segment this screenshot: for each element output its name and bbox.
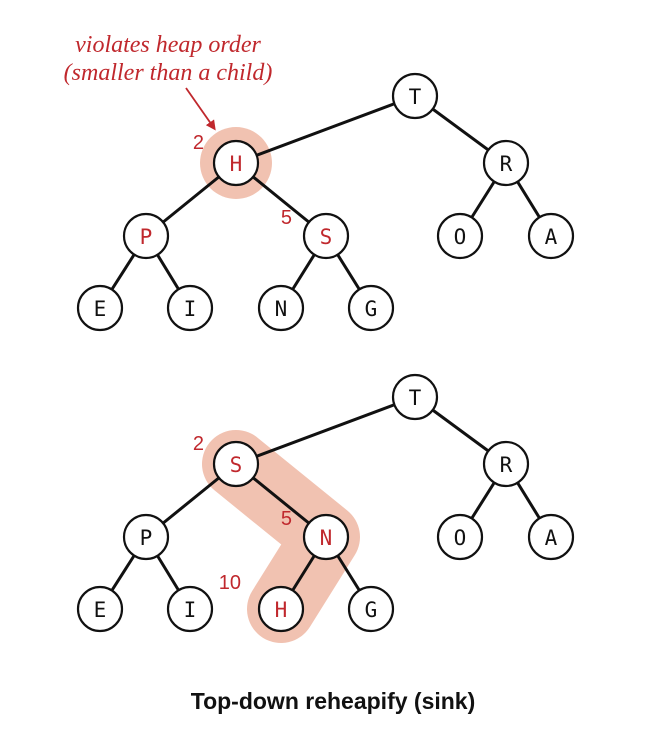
tree-node: O <box>436 513 484 561</box>
node-circle <box>347 284 395 332</box>
tree-node: R <box>482 440 530 488</box>
tree-node: G <box>347 284 395 332</box>
tree-node: T <box>391 72 439 120</box>
node-circle <box>527 212 575 260</box>
annotation-arrow <box>185 87 216 131</box>
node-circle <box>482 440 530 488</box>
node-index-label: 2 <box>193 132 204 154</box>
node-label: N <box>275 297 288 321</box>
tree-node: A <box>527 212 575 260</box>
node-circle <box>257 585 305 633</box>
node-label: R <box>500 453 513 477</box>
node-circle <box>212 440 260 488</box>
node-index-label: 10 <box>219 572 241 594</box>
tree-node: E <box>76 284 124 332</box>
node-label: N <box>320 526 333 550</box>
node-label: G <box>365 598 378 622</box>
node-label: E <box>94 297 107 321</box>
node-label: P <box>140 225 153 249</box>
tree-node: A <box>527 513 575 561</box>
diagram-caption: Top-down reheapify (sink) <box>190 688 476 714</box>
node-label: T <box>409 85 422 109</box>
node-circle <box>122 513 170 561</box>
tree-node: I <box>166 284 214 332</box>
tree-node: S5 <box>281 207 350 260</box>
tree-node: N5 <box>281 508 350 561</box>
node-label: O <box>454 225 467 249</box>
node-circle <box>257 284 305 332</box>
tree-node: I <box>166 585 214 633</box>
node-label: R <box>500 152 513 176</box>
node-circle <box>76 284 124 332</box>
node-label: O <box>454 526 467 550</box>
node-circle <box>302 513 350 561</box>
node-label: I <box>184 297 197 321</box>
node-circle <box>347 585 395 633</box>
node-label: G <box>365 297 378 321</box>
tree-node: P <box>122 212 170 260</box>
annotation-line-1: violates heap order <box>75 32 261 58</box>
node-index-label: 5 <box>281 508 292 530</box>
tree-edge <box>234 395 417 466</box>
tree-node: R <box>482 139 530 187</box>
node-circle <box>166 585 214 633</box>
tree-edge <box>234 94 417 165</box>
node-label: S <box>230 453 243 477</box>
node-circle <box>527 513 575 561</box>
tree-node: H 10 <box>219 572 305 633</box>
tree-node: H2 <box>193 132 260 187</box>
node-circle <box>391 373 439 421</box>
node-circle <box>302 212 350 260</box>
node-circle <box>482 139 530 187</box>
node-label: A <box>545 526 558 550</box>
node-circle <box>212 139 260 187</box>
node-circle <box>76 585 124 633</box>
node-label: H <box>275 598 288 622</box>
node-label: E <box>94 598 107 622</box>
tree-node: P <box>122 513 170 561</box>
node-label: H <box>230 152 243 176</box>
node-circle <box>166 284 214 332</box>
node-label: T <box>409 386 422 410</box>
annotation: violates heap order (smaller than a chil… <box>64 32 273 131</box>
tree-node: S2 <box>193 433 260 488</box>
node-label: A <box>545 225 558 249</box>
node-index-label: 5 <box>281 207 292 229</box>
tree-node: E <box>76 585 124 633</box>
node-circle <box>436 212 484 260</box>
node-index-label: 2 <box>193 433 204 455</box>
tree-node: O <box>436 212 484 260</box>
node-label: P <box>140 526 153 550</box>
tree-node: N <box>257 284 305 332</box>
tree-node: T <box>391 373 439 421</box>
node-circle <box>436 513 484 561</box>
node-label: S <box>320 225 333 249</box>
node-circle <box>122 212 170 260</box>
node-circle <box>391 72 439 120</box>
tree-node: G <box>347 585 395 633</box>
node-label: I <box>184 598 197 622</box>
annotation-line-2: (smaller than a child) <box>64 60 273 86</box>
